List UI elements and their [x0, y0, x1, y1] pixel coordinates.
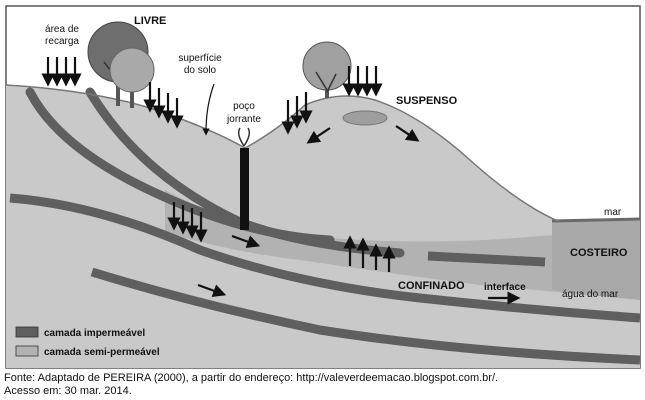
confined-aquifer-zone: [165, 190, 640, 300]
source-caption-line-1: Fonte: Adaptado de PEREIRA (2000), a par…: [4, 372, 499, 384]
legend-label-impermeable: camada impermeável: [44, 328, 145, 339]
label-confinado: CONFINADO: [398, 280, 465, 292]
label-superficie-1: superfície: [178, 53, 222, 64]
label-superficie-2: do solo: [184, 65, 217, 76]
impermeable-layer-3: [9, 193, 640, 323]
artesian-well: [237, 127, 251, 230]
label-suspenso: SUSPENSO: [396, 95, 458, 107]
label-poco-2: jorrante: [226, 114, 261, 125]
flow-arrows: [197, 125, 521, 305]
surface-pointer: [202, 83, 215, 136]
tree-icon: [109, 47, 155, 108]
source-caption-line-2: Acesso em: 30 mar. 2014.: [4, 385, 132, 397]
label-interface: interface: [484, 282, 526, 293]
upward-pressure-arrows: [343, 235, 396, 272]
tree-icon: [302, 41, 352, 98]
recharge-arrows: [41, 57, 383, 243]
legend-label-semi-permeable: camada semi-permeável: [44, 347, 160, 358]
sea-surface: [551, 217, 640, 223]
perched-water-lens: [342, 110, 388, 126]
label-costeiro: COSTEIRO: [570, 247, 628, 259]
legend-swatch-impermeable: [15, 326, 39, 338]
impermeable-layer-4: [90, 267, 640, 365]
legend-swatch-semi-permeable: [15, 345, 39, 357]
impermeable-layer-cap: [427, 251, 546, 267]
label-mar: mar: [604, 207, 622, 218]
legend: camada impermeável camada semi-permeável: [15, 326, 160, 358]
impermeable-layer-2: [85, 87, 405, 258]
label-agua-do-mar: água do mar: [562, 289, 619, 300]
label-livre: LIVRE: [134, 15, 166, 27]
label-area-recarga-1: área de: [45, 24, 79, 35]
label-poco-1: poço: [233, 101, 255, 112]
sea-water: [552, 218, 640, 300]
label-area-recarga-2: recarga: [45, 36, 79, 47]
